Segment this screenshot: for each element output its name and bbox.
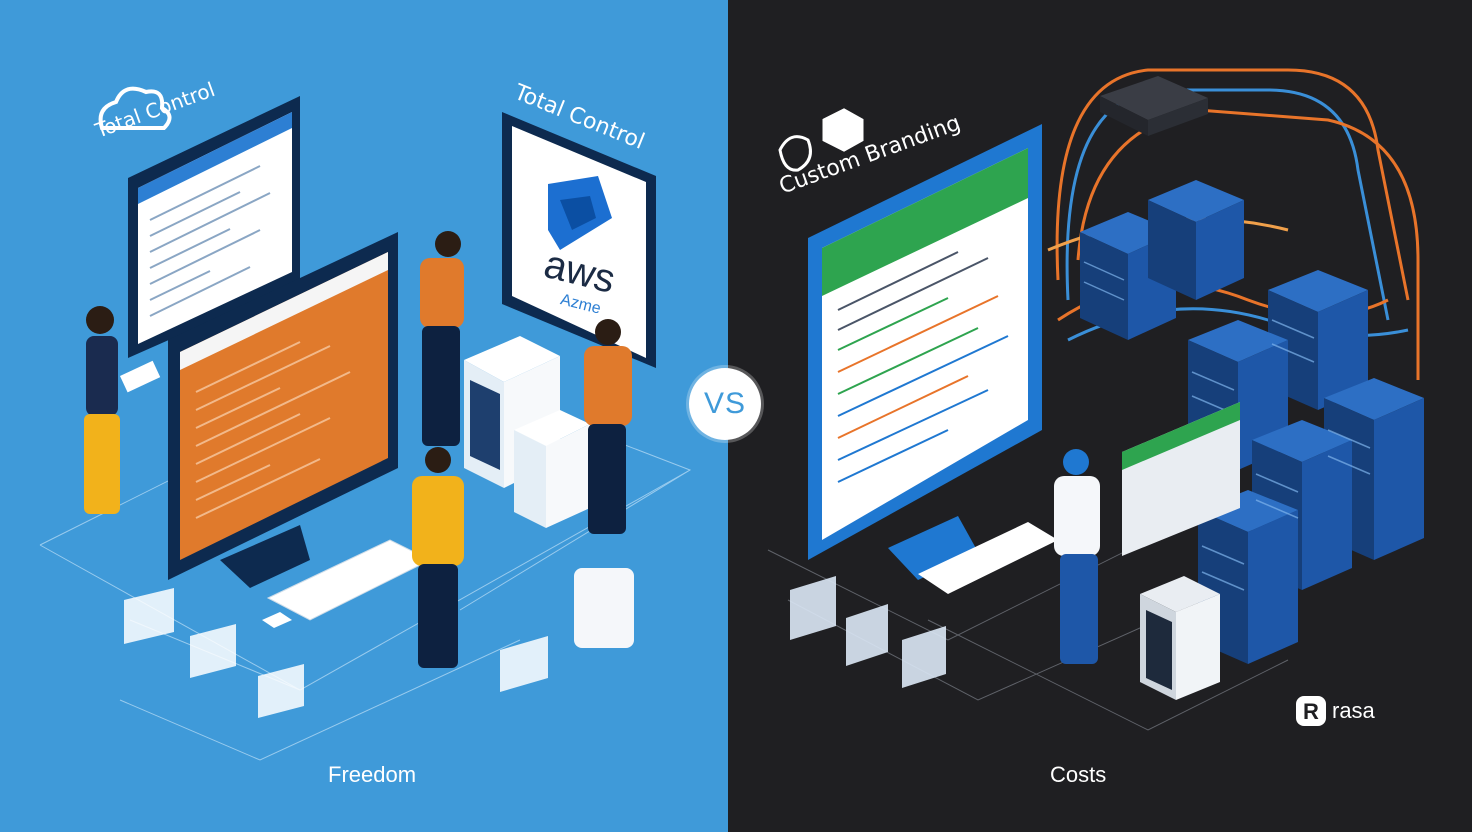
left-caption: Freedom [328,762,417,787]
right-panel: Custom Branding Costs R rasa [728,0,1472,832]
right-illustration [767,68,1424,731]
left-illustration [39,86,692,761]
floating-cards [790,576,946,688]
server-racks [1080,180,1424,664]
person-yellow-pants [84,306,161,514]
network-switch [1100,76,1208,136]
server-tower [464,336,634,648]
aws-monitor [502,112,656,368]
left-panel: Total Control Total Control aws Azme Fre… [0,0,728,832]
rasa-brand-name: rasa [1332,698,1375,723]
person-yellow-shirt [412,447,464,668]
back-left-monitor [128,96,300,358]
server-cube [1148,180,1244,300]
person-white-shirt [1054,449,1100,664]
center-orange-monitor [168,232,432,628]
person-orange-shirt-1 [420,231,464,446]
small-green-monitor [1122,402,1240,556]
small-server [1140,576,1220,700]
rasa-logo-icon [1296,696,1326,726]
vs-badge: VS [689,368,761,440]
cloud-icon [98,86,172,130]
floating-cards [124,588,548,718]
large-code-monitor [808,124,1058,594]
person-orange-shirt-2 [584,319,632,534]
right-caption: Costs [1050,762,1107,787]
rasa-logo-mark: R [1303,699,1319,724]
branding-icons [778,108,864,172]
